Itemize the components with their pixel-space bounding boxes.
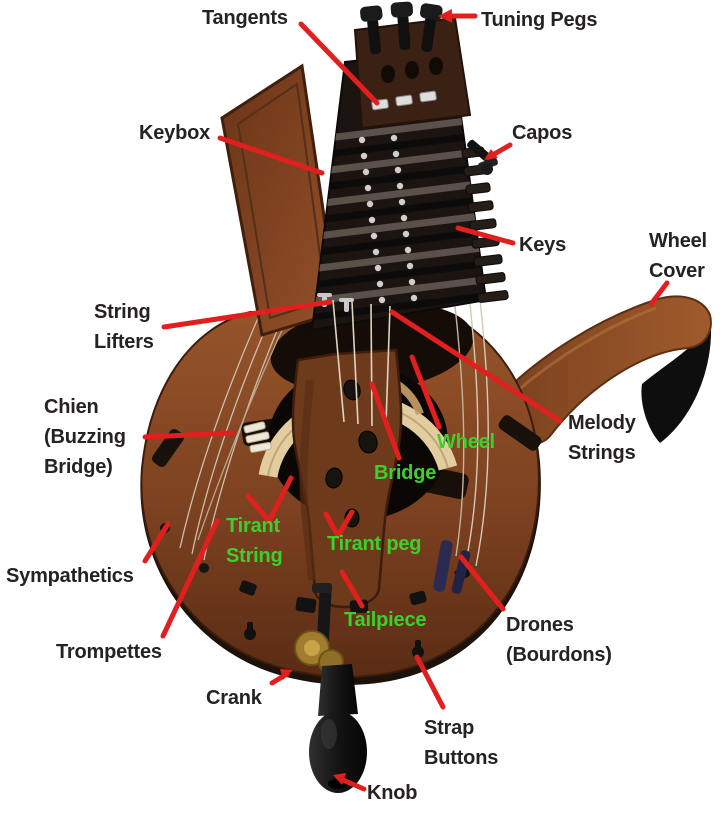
- leader-tirant-peg: [323, 509, 355, 542]
- arrow-tuning-pegs: [438, 9, 452, 23]
- leader-drones: [458, 554, 506, 612]
- leader-tangents: [298, 21, 380, 106]
- leader-wheel-cover: [648, 280, 670, 307]
- leader-wheel: [409, 354, 442, 430]
- leader-lines: [142, 13, 670, 792]
- label-keys: Keys: [519, 234, 567, 256]
- label-tirant-peg: Tirant peg: [327, 533, 422, 555]
- pegbox-part: [353, 1, 472, 130]
- label-crank: Crank: [206, 687, 262, 709]
- label-wheel: Wheel: [437, 431, 495, 453]
- tailpiece-part: [291, 348, 403, 609]
- leader-bridge: [369, 381, 402, 461]
- label-sympathetics: Sympathetics: [6, 565, 134, 587]
- leader-sympathetics: [142, 521, 171, 564]
- melody-strings-part: [332, 299, 391, 427]
- leader-trompettes: [160, 518, 220, 639]
- arrow-capos: [484, 149, 498, 160]
- knob-part: [309, 664, 367, 793]
- label-drones: Drones(Bourdons): [506, 614, 612, 666]
- arrow-knob: [333, 773, 346, 785]
- leader-tirant-string: [245, 475, 294, 526]
- strap-buttons-part: [244, 622, 424, 658]
- leader-chien: [142, 430, 235, 440]
- label-trompettes: Trompettes: [56, 641, 162, 663]
- label-capos: Capos: [512, 122, 573, 144]
- tuning-pegs-part: [360, 1, 443, 54]
- label-knob: Knob: [367, 782, 418, 804]
- keybox-keys-part: [310, 48, 509, 332]
- leader-strap-buttons: [414, 654, 446, 710]
- label-bridge: Bridge: [374, 462, 437, 484]
- leader-arrowheads: [280, 9, 498, 785]
- leader-keybox: [217, 135, 325, 176]
- capo-part: [467, 139, 498, 175]
- arrow-crank: [280, 669, 293, 680]
- leader-keys: [455, 225, 516, 246]
- leader-string-lifters: [161, 299, 333, 330]
- leader-tailpiece: [339, 569, 365, 609]
- wheel-cover-part: [496, 295, 712, 445]
- chien-part: [243, 421, 272, 453]
- label-tangents: Tangents: [202, 7, 288, 29]
- leader-melody-strings: [389, 309, 563, 424]
- leader-knob: [340, 777, 367, 792]
- label-keybox: Keybox: [139, 122, 211, 144]
- label-tuning-pegs: Tuning Pegs: [481, 9, 598, 31]
- label-tailpiece: Tailpiece: [344, 609, 427, 631]
